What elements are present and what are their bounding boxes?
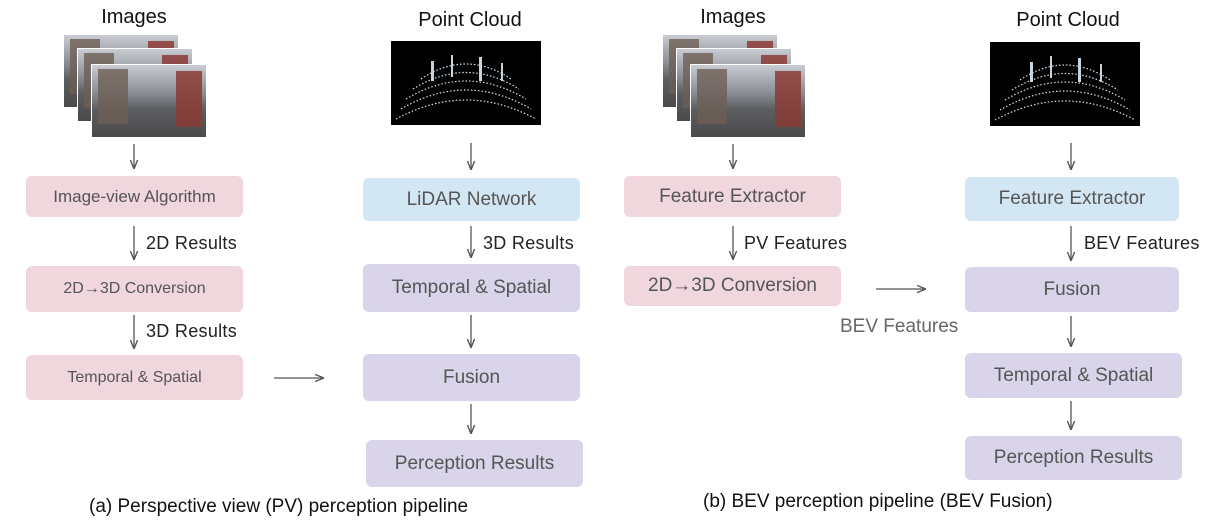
camera-images-thumbnail-b: [662, 34, 808, 138]
feature-extractor-box-b-right: Feature Extractor: [965, 177, 1179, 221]
images-title-b: Images: [700, 6, 766, 28]
images-title-a: Images: [101, 6, 167, 28]
fusion-box-b: Fusion: [965, 267, 1179, 312]
conversion-2d-3d-box-a: 2D→3D Conversion: [26, 266, 243, 312]
label-2d-results: 2D Results: [146, 233, 238, 253]
temporal-spatial-box-a-right: Temporal & Spatial: [363, 264, 580, 312]
perception-results-box-b: Perception Results: [965, 436, 1182, 480]
camera-images-thumbnail-a: [63, 34, 209, 138]
fusion-box-a: Fusion: [363, 354, 580, 401]
feature-extractor-box-b-left: Feature Extractor: [624, 176, 841, 217]
label-3d-results-left: 3D Results: [146, 321, 238, 341]
conversion-2d-3d-box-b: 2D→3D Conversion: [624, 266, 841, 306]
caption-b: (b) BEV perception pipeline (BEV Fusion): [703, 491, 1053, 512]
image-view-algorithm-box: Image-view Algorithm: [26, 176, 243, 217]
pointcloud-title-a: Point Cloud: [418, 9, 522, 31]
temporal-spatial-box-a-left: Temporal & Spatial: [26, 355, 243, 400]
perception-results-box-a: Perception Results: [366, 440, 583, 487]
label-pv-features: PV Features: [744, 233, 848, 253]
label-bev-features-mid: BEV Features: [840, 316, 959, 337]
label-bev-features-right: BEV Features: [1084, 233, 1200, 253]
temporal-spatial-box-b: Temporal & Spatial: [965, 353, 1182, 398]
pointcloud-title-b: Point Cloud: [1016, 9, 1120, 31]
point-cloud-thumbnail-b: [990, 42, 1140, 126]
lidar-network-box: LiDAR Network: [363, 178, 580, 221]
label-3d-results-right: 3D Results: [483, 233, 575, 253]
point-cloud-thumbnail-a: [391, 41, 541, 125]
caption-a: (a) Perspective view (PV) perception pip…: [89, 496, 469, 517]
